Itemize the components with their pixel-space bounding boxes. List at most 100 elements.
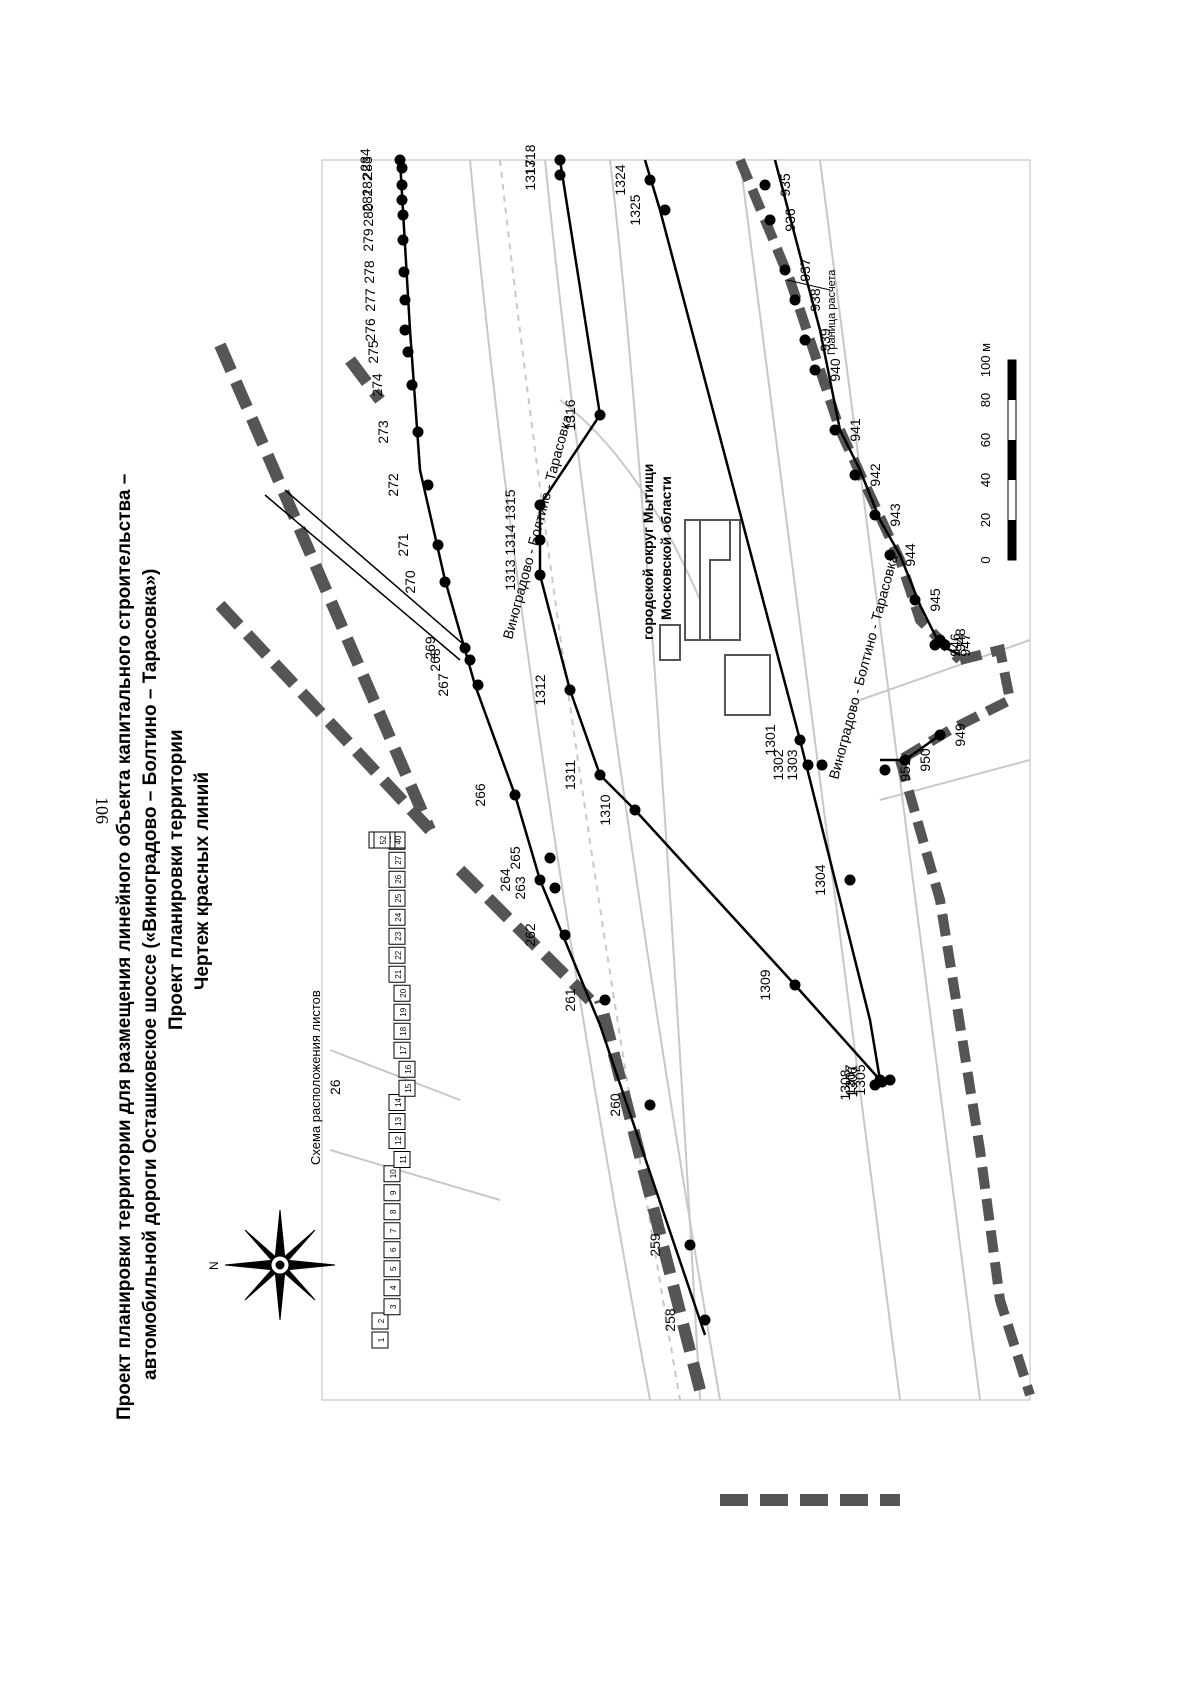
point-label: 945 bbox=[927, 588, 943, 612]
point-label: 1304 bbox=[812, 864, 828, 895]
key-map-cell-label: 5 bbox=[389, 1266, 398, 1271]
point-label: 941 bbox=[847, 418, 863, 442]
point-marker bbox=[396, 194, 408, 206]
scale-tick-label: 80 bbox=[978, 393, 993, 407]
scale-bar-segment bbox=[1008, 360, 1016, 400]
point-label: 1310 bbox=[597, 794, 613, 825]
key-map-current: 26 bbox=[327, 1079, 343, 1095]
road-label-lower: Виноградово - Болтино - Тарасовка bbox=[825, 553, 900, 781]
point-marker bbox=[406, 379, 418, 391]
point-label: 273 bbox=[375, 420, 391, 444]
title-line-1: Проект планировки территории для размеще… bbox=[114, 474, 135, 1420]
scale-tick-label: 40 bbox=[978, 473, 993, 487]
title-line-4: Чертеж красных линий bbox=[192, 772, 213, 990]
point-label: 1313 bbox=[502, 559, 518, 590]
key-map-cell-label: 10 bbox=[389, 1169, 398, 1178]
scale-tick-label: 0 bbox=[978, 556, 993, 563]
point-marker bbox=[809, 364, 821, 376]
key-map-cell bbox=[383, 1184, 401, 1202]
point-label: 1305 bbox=[852, 1064, 868, 1095]
district-label-2: Московской области bbox=[658, 476, 674, 620]
point-label: 943 bbox=[887, 503, 903, 527]
key-map-cell-label: 16 bbox=[404, 1064, 413, 1073]
key-map-cell-label: 20 bbox=[399, 988, 408, 997]
key-map-cell-label: 22 bbox=[394, 950, 403, 959]
point-label: 938 bbox=[807, 288, 823, 312]
key-map-cell-label: 15 bbox=[404, 1083, 413, 1092]
point-marker bbox=[399, 324, 411, 336]
point-marker bbox=[644, 1099, 656, 1111]
point-label: 278 bbox=[361, 260, 377, 284]
point-label: 276 bbox=[362, 318, 378, 342]
point-marker bbox=[869, 1079, 881, 1091]
point-marker bbox=[534, 569, 546, 581]
point-marker bbox=[564, 684, 576, 696]
district-label-1: городской округ Мытищи bbox=[640, 464, 656, 640]
key-map-cell-label: 24 bbox=[394, 912, 403, 921]
point-marker bbox=[402, 346, 414, 358]
point-marker bbox=[899, 754, 911, 766]
point-marker bbox=[759, 179, 771, 191]
point-label: 942 bbox=[867, 463, 883, 487]
points-layer: 2582592602612622632642652662672682692702… bbox=[357, 144, 973, 1331]
point-label: 284 bbox=[357, 148, 373, 172]
key-map-cell-label: 8 bbox=[389, 1209, 398, 1214]
point-marker bbox=[684, 1239, 696, 1251]
title-line-2: автомобильной дороги Осташковское шоссе … bbox=[140, 569, 161, 1380]
key-map-cell-label: 6 bbox=[389, 1247, 398, 1252]
north-label: N bbox=[207, 1261, 221, 1270]
point-label: 937 bbox=[797, 258, 813, 282]
point-marker bbox=[802, 759, 814, 771]
zone-boundaries bbox=[214, 342, 900, 1506]
key-map-cell-label: 52 bbox=[379, 835, 388, 844]
point-marker bbox=[829, 424, 841, 436]
point-marker bbox=[594, 409, 606, 421]
key-map-cell bbox=[388, 851, 406, 869]
key-map-cell bbox=[388, 1132, 406, 1149]
key-map-cell-label: 27 bbox=[394, 855, 403, 864]
key-map-cell-label: 14 bbox=[394, 1098, 403, 1107]
point-marker bbox=[397, 209, 409, 221]
key-map-cell-label: 13 bbox=[394, 1117, 403, 1126]
key-map-cell bbox=[388, 908, 406, 926]
scale-tick-label: 20 bbox=[978, 513, 993, 527]
point-marker bbox=[396, 179, 408, 191]
point-marker bbox=[509, 789, 521, 801]
key-map-cell bbox=[383, 1260, 401, 1278]
point-marker bbox=[779, 264, 791, 276]
point-label: 274 bbox=[369, 373, 385, 397]
point-marker bbox=[432, 539, 444, 551]
key-map-cell bbox=[383, 1241, 401, 1259]
point-label: 1309 bbox=[757, 969, 773, 1000]
point-marker bbox=[884, 549, 896, 561]
point-marker bbox=[399, 294, 411, 306]
key-map-cell bbox=[388, 1113, 406, 1130]
point-label: 279 bbox=[360, 228, 376, 252]
point-marker bbox=[464, 654, 476, 666]
key-map-cell bbox=[388, 870, 406, 888]
key-map-cell-label: 11 bbox=[399, 1155, 408, 1164]
point-marker bbox=[594, 769, 606, 781]
point-label: 947 bbox=[957, 633, 973, 657]
point-label: 280 bbox=[360, 203, 376, 227]
point-label: 259 bbox=[647, 1233, 663, 1257]
point-label: 1324 bbox=[612, 164, 628, 195]
point-label: 269 bbox=[422, 636, 438, 660]
point-label: 267 bbox=[435, 673, 451, 697]
point-label: 1307 bbox=[842, 1064, 858, 1095]
point-label: 283 bbox=[359, 156, 375, 180]
point-marker bbox=[599, 994, 611, 1006]
key-map-cell bbox=[383, 1298, 401, 1316]
key-map-cell bbox=[388, 889, 406, 907]
key-map-cell bbox=[393, 984, 411, 1002]
point-marker bbox=[422, 479, 434, 491]
point-label: 1306 bbox=[844, 1066, 860, 1097]
key-map-cell-label: 7 bbox=[389, 1228, 398, 1233]
point-label: 951 bbox=[897, 758, 913, 782]
point-label: 946 bbox=[947, 633, 963, 657]
key-map-cell bbox=[383, 1222, 401, 1240]
point-marker bbox=[816, 759, 828, 771]
point-marker bbox=[544, 852, 556, 864]
